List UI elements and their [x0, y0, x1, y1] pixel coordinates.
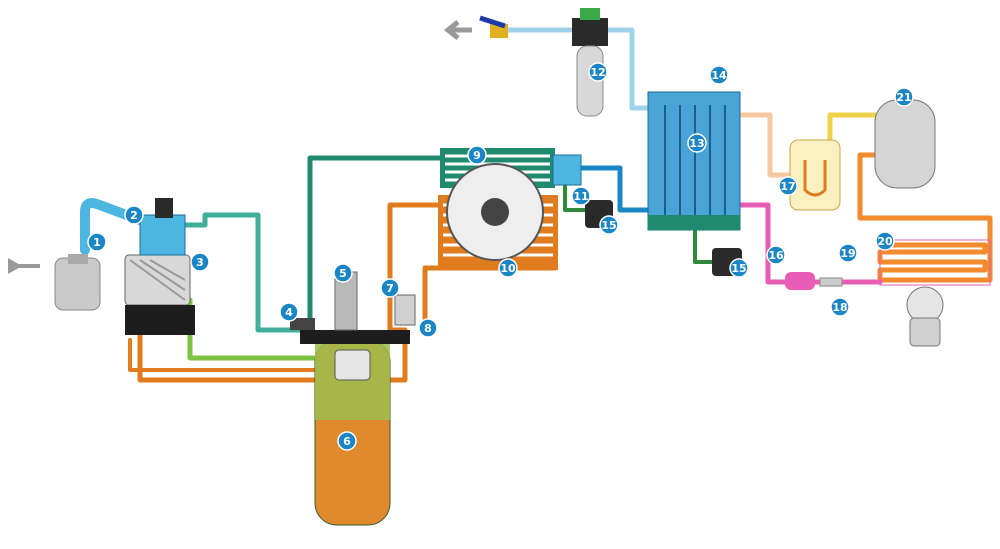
badge-1: 1 [87, 232, 107, 252]
badge-number: 2 [130, 209, 138, 222]
air-inlet-filter [8, 254, 101, 311]
badge-number: 6 [343, 435, 351, 448]
badge-number: 5 [339, 267, 347, 280]
badge-8: 8 [418, 318, 438, 338]
badge-number: 13 [689, 137, 704, 150]
drain-pipe-2 [693, 228, 714, 264]
cooler-to-dryer-pipe [572, 165, 651, 213]
badge-circle [498, 258, 518, 278]
badge-circle [333, 263, 353, 283]
refrigerant-compressor [874, 99, 936, 189]
badge-circle [467, 145, 487, 165]
badge-number: 7 [386, 282, 394, 295]
badge-circle [124, 205, 144, 225]
badge-19: 19 [838, 243, 858, 263]
badge-number: 8 [424, 322, 432, 335]
badge-7: 7 [380, 278, 400, 298]
badge-circle [337, 431, 357, 451]
inlet-arrow-icon [8, 258, 22, 274]
hot-oil-pipe [137, 327, 408, 383]
badge-number: 17 [780, 180, 795, 193]
badge-circle [571, 186, 591, 206]
badge-circle [380, 278, 400, 298]
badge-21: 21 [894, 87, 914, 107]
refrigerant-suction-pipe [737, 112, 793, 178]
badge-circle [894, 87, 914, 107]
badge-circle [729, 258, 749, 278]
filter-drier [785, 272, 843, 290]
badge-circle [588, 62, 608, 82]
badge-3: 3 [190, 252, 210, 272]
dry-air-pipe [605, 27, 651, 111]
badge-15-b: 15 [729, 258, 749, 278]
intake-air-pipe [80, 198, 145, 255]
badge-17: 17 [778, 176, 798, 196]
coolers [438, 148, 582, 270]
badge-circle [687, 133, 707, 153]
badge-number: 14 [711, 69, 727, 82]
badge-16: 16 [766, 245, 786, 265]
badge-15: 15 [599, 215, 619, 235]
badge-14: 14 [709, 65, 729, 85]
badge-number: 18 [832, 301, 847, 314]
refrigerant-hot-pipe [857, 152, 993, 283]
badge-circle [87, 232, 107, 252]
badge-number: 10 [500, 262, 516, 275]
badge-9: 9 [467, 145, 487, 165]
badge-circle [279, 302, 299, 322]
drain-pipe-1 [563, 183, 587, 212]
badge-number: 9 [473, 149, 481, 162]
badge-12: 12 [588, 62, 608, 82]
badge-number: 4 [285, 306, 293, 319]
badge-number: 20 [877, 235, 893, 248]
badge-5: 5 [333, 263, 353, 283]
badge-number: 11 [573, 190, 588, 203]
liquid-separator [789, 139, 841, 211]
badge-10: 10 [498, 258, 518, 278]
badge-11: 11 [571, 186, 591, 206]
badge-circle [709, 65, 729, 85]
badge-number: 19 [840, 247, 855, 260]
badge-18: 18 [830, 297, 850, 317]
badge-circle [418, 318, 438, 338]
oil-separator-vessel [290, 271, 416, 526]
outlet-arrow-icon [443, 20, 472, 40]
badge-circle [875, 231, 895, 251]
outlet-valve [443, 15, 508, 40]
badge-number: 21 [896, 91, 911, 104]
badge-circle [190, 252, 210, 272]
separator-to-cooler-pipe [307, 155, 443, 328]
badge-number: 3 [196, 256, 204, 269]
badge-circle [599, 215, 619, 235]
badge-circle [830, 297, 850, 317]
badge-circle [778, 176, 798, 196]
badge-20: 20 [875, 231, 895, 251]
oil-feed-pipe [128, 338, 332, 372]
badge-circle [766, 245, 786, 265]
screw-element [124, 198, 195, 335]
badge-6: 6 [337, 431, 357, 451]
badge-number: 1 [93, 236, 101, 249]
condenser [879, 239, 991, 347]
badge-number: 16 [768, 249, 784, 262]
badge-circle [838, 243, 858, 263]
badge-number: 15 [601, 219, 616, 232]
liquid-separator-outlet-pipe [827, 112, 878, 143]
outlet-filter [572, 8, 608, 117]
badge-2: 2 [124, 205, 144, 225]
badge-13: 13 [687, 133, 707, 153]
badge-number: 12 [590, 66, 605, 79]
badge-number: 15 [731, 262, 746, 275]
badge-4: 4 [279, 302, 299, 322]
compressed-air-pipe [182, 212, 303, 333]
